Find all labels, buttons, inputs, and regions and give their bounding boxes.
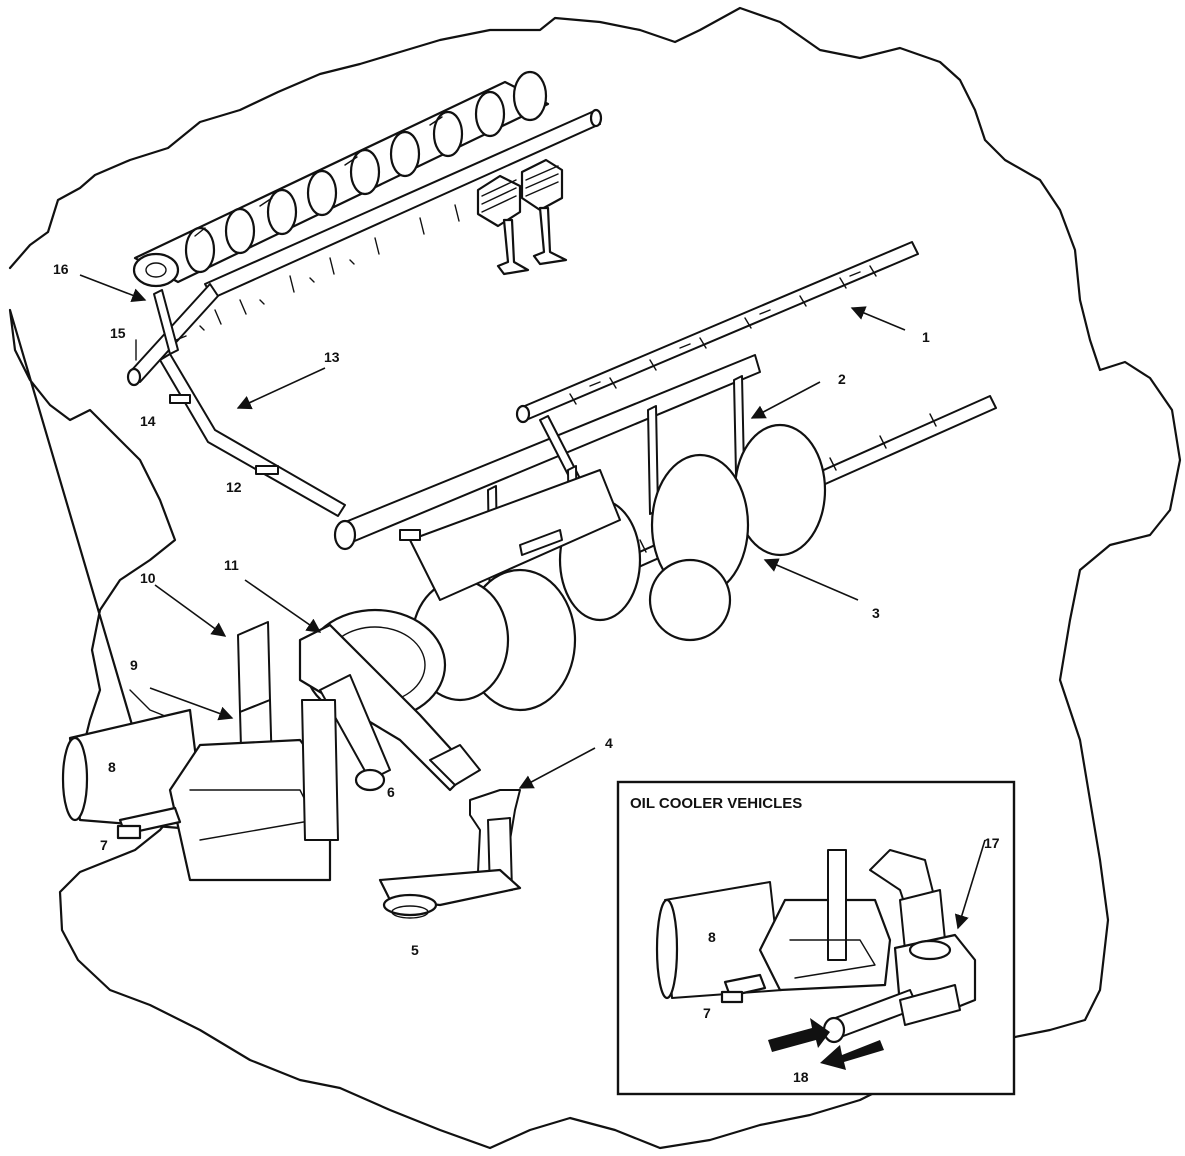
callout-14: 14	[140, 413, 156, 429]
callout-16: 16	[53, 261, 69, 277]
callout-9: 9	[130, 657, 138, 673]
inset-title: OIL COOLER VEHICLES	[630, 795, 802, 812]
right-bank-upper-rail	[515, 241, 919, 424]
valves	[476, 158, 568, 276]
callout-7: 7	[100, 837, 108, 853]
left-bank-gallery	[126, 108, 603, 387]
inset-callout-8: 8	[708, 929, 716, 945]
callout-12: 12	[226, 479, 242, 495]
callout-4: 4	[605, 735, 613, 751]
callout-15: 15	[110, 325, 126, 341]
engine-lower-edge	[129, 689, 171, 719]
oil-pickup	[378, 789, 522, 919]
oil-filter-assembly	[61, 621, 339, 882]
callout-3: 3	[872, 605, 880, 621]
inset-callout-17: 17	[984, 835, 1000, 851]
callout-1: 1	[922, 329, 930, 345]
callout-labels: 1 2 3 4 5 6 7 8 9 10 11 12 13 14 15 16 O…	[53, 261, 1000, 1085]
callout-8: 8	[108, 759, 116, 775]
camshaft	[132, 70, 550, 288]
oil-pump	[298, 623, 481, 792]
callout-13: 13	[324, 349, 340, 365]
callout-leaders	[79, 274, 906, 789]
inset-callout-7: 7	[703, 1005, 711, 1021]
callout-2: 2	[838, 371, 846, 387]
callout-10: 10	[140, 570, 156, 586]
diagonal-feed-pipe	[159, 353, 346, 517]
callout-11: 11	[224, 557, 239, 573]
oil-cooler-inset	[616, 780, 1016, 1096]
callout-6: 6	[387, 784, 395, 800]
main-oil-gallery	[333, 354, 761, 551]
crankshaft	[303, 423, 827, 722]
callout-5: 5	[411, 942, 419, 958]
inset-callout-18: 18	[793, 1069, 809, 1085]
